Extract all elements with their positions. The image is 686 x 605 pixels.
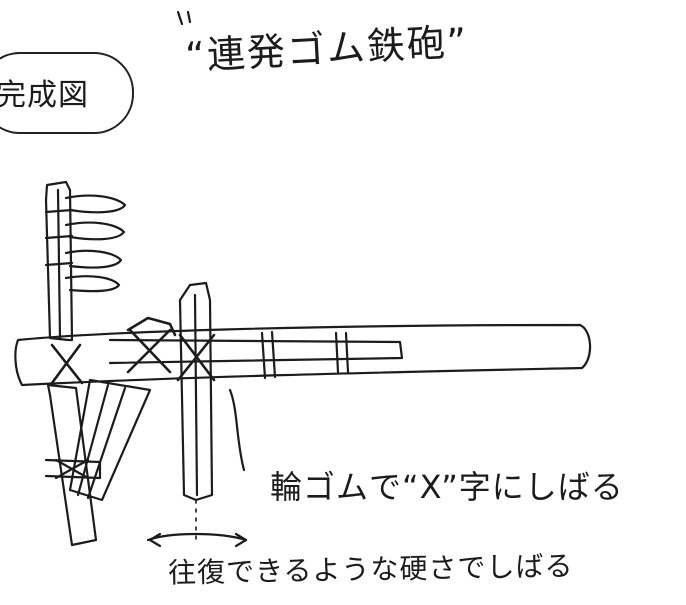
x-tie-annotation: 輪ゴムで“X”字にしばる: [270, 468, 624, 506]
completed-drawing-badge: [0, 52, 134, 134]
badge-label: 完成図: [0, 78, 89, 113]
x-tie-mark: [50, 316, 216, 385]
pivot-tie-annotation: 往復できるような硬さでしばる: [167, 549, 574, 590]
horizontal-barrel: [14, 323, 592, 387]
title-quote-marks: [176, 10, 192, 26]
pivot-trigger-stick: [178, 281, 246, 502]
double-headed-arrow-icon: [146, 532, 248, 548]
rubber-band-loops: [44, 194, 127, 293]
grip-handle: [44, 378, 152, 547]
vertical-magazine-stick: [44, 180, 74, 342]
